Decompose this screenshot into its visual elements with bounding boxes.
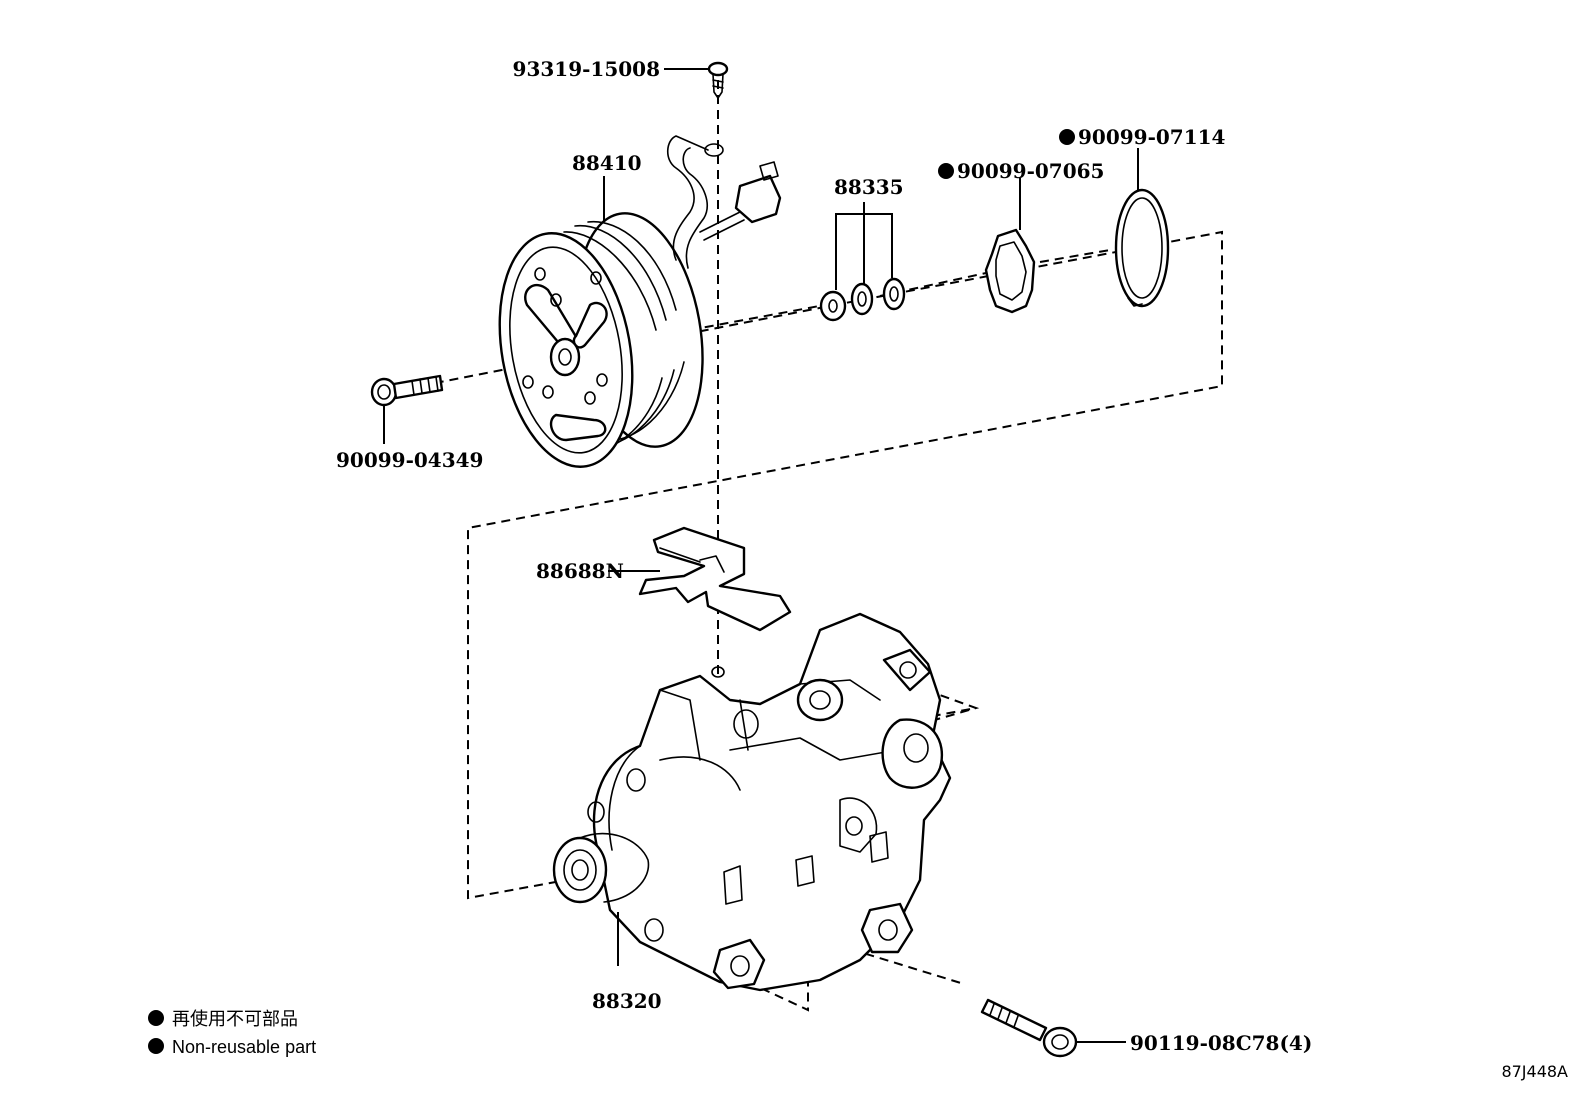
- nonreusable-mark-07114: [1059, 129, 1075, 145]
- label-88688N: 88688N: [536, 559, 624, 583]
- leader-lines: [383, 68, 1126, 1043]
- label-90099-04349: 90099-04349: [336, 448, 483, 472]
- nonreusable-mark-07065: [938, 163, 954, 179]
- bracket-88688N[interactable]: [608, 526, 792, 632]
- label-90119: 90119-08C78(4): [1130, 1031, 1312, 1055]
- label-88335: 88335: [834, 175, 904, 199]
- illustration-code: 87J448A: [1501, 1062, 1568, 1081]
- label-90099-07114: 90099-07114: [1078, 125, 1226, 149]
- part-labels: 93319-15008 88410 88335 90099-07065 9009…: [336, 57, 1312, 1055]
- label-93319: 93319-15008: [513, 57, 660, 81]
- label-88410: 88410: [572, 151, 642, 175]
- shims-88335[interactable]: [819, 202, 906, 322]
- legend-bullet-en: [148, 1038, 164, 1054]
- snap-ring-90099-07065[interactable]: [984, 178, 1036, 314]
- label-88320: 88320: [592, 989, 662, 1013]
- magnet-clutch-88410[interactable]: [482, 135, 782, 477]
- snap-ring-90099-07114[interactable]: [1114, 148, 1170, 308]
- bolt-90119[interactable]: [980, 998, 1078, 1058]
- screw-93319[interactable]: [707, 61, 729, 99]
- legend-text-en: Non-reusable part: [172, 1037, 316, 1057]
- label-90099-07065: 90099-07065: [957, 159, 1104, 183]
- legend-bullet-ja: [148, 1010, 164, 1026]
- compressor-88320[interactable]: [552, 612, 952, 992]
- bolt-90099-04349[interactable]: [370, 374, 444, 407]
- legend-text-ja: 再使用不可部品: [172, 1009, 298, 1029]
- legend: 再使用不可部品 Non-reusable part: [148, 1009, 316, 1057]
